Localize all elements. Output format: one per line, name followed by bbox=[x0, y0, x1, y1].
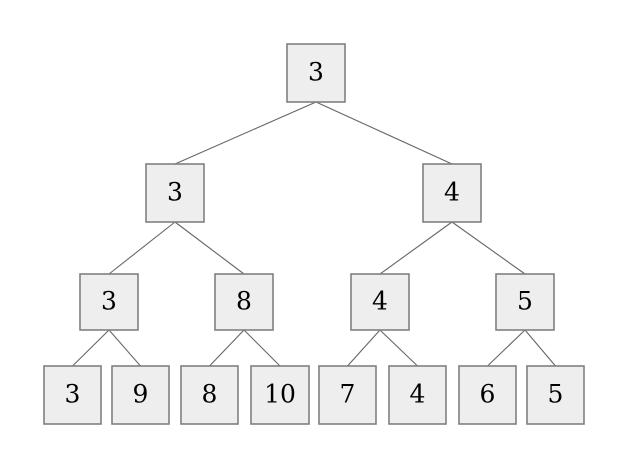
tree-node[interactable]: 3 bbox=[43, 365, 102, 425]
node-label: 4 bbox=[372, 287, 388, 316]
node-box[interactable] bbox=[286, 43, 346, 103]
tree-edge bbox=[451, 221, 526, 275]
node-box[interactable] bbox=[250, 365, 310, 425]
node-box[interactable] bbox=[318, 365, 377, 425]
node-box[interactable] bbox=[214, 273, 274, 331]
tree-node[interactable]: 5 bbox=[526, 365, 585, 425]
tree-edge bbox=[379, 329, 418, 367]
node-layer: 3 3 4 3 8 4 5 3 9 8 10 7 4 6 5 bbox=[43, 43, 585, 425]
node-box[interactable] bbox=[388, 365, 447, 425]
node-label: 3 bbox=[101, 287, 117, 316]
node-label: 5 bbox=[548, 380, 564, 409]
node-label: 9 bbox=[133, 380, 149, 409]
tree-node[interactable]: 4 bbox=[388, 365, 447, 425]
node-box[interactable] bbox=[180, 365, 239, 425]
node-box[interactable] bbox=[79, 273, 139, 331]
node-box[interactable] bbox=[458, 365, 517, 425]
node-label: 8 bbox=[236, 287, 252, 316]
tree-node[interactable]: 3 bbox=[286, 43, 346, 103]
node-label: 5 bbox=[517, 287, 533, 316]
node-label: 3 bbox=[65, 380, 81, 409]
tree-edge bbox=[174, 101, 317, 165]
tree-node[interactable]: 10 bbox=[250, 365, 310, 425]
node-label: 10 bbox=[264, 380, 296, 409]
node-box[interactable] bbox=[111, 365, 170, 425]
node-label: 7 bbox=[340, 380, 356, 409]
tree-edge bbox=[243, 329, 281, 367]
tree-edge bbox=[72, 329, 110, 367]
tree-node[interactable]: 8 bbox=[180, 365, 239, 425]
tree-edge bbox=[108, 329, 141, 367]
node-label: 6 bbox=[480, 380, 496, 409]
node-label: 3 bbox=[167, 178, 183, 207]
node-label: 4 bbox=[444, 178, 460, 207]
tree-node[interactable]: 4 bbox=[350, 273, 410, 331]
node-box[interactable] bbox=[526, 365, 585, 425]
tree-node[interactable]: 3 bbox=[145, 163, 205, 223]
node-box[interactable] bbox=[495, 273, 555, 331]
tree-node[interactable]: 4 bbox=[422, 163, 482, 223]
tree-edge bbox=[379, 221, 453, 275]
node-label: 3 bbox=[308, 58, 324, 87]
node-label: 4 bbox=[410, 380, 426, 409]
tree-edge bbox=[174, 221, 245, 275]
tree-edge bbox=[315, 101, 453, 165]
tree-node[interactable]: 5 bbox=[495, 273, 555, 331]
tree-edge bbox=[524, 329, 556, 367]
node-box[interactable] bbox=[43, 365, 102, 425]
tree-node[interactable]: 9 bbox=[111, 365, 170, 425]
node-label: 8 bbox=[202, 380, 218, 409]
node-box[interactable] bbox=[350, 273, 410, 331]
tree-edge bbox=[487, 329, 526, 367]
node-box[interactable] bbox=[422, 163, 482, 223]
tree-node[interactable]: 7 bbox=[318, 365, 377, 425]
tree-node[interactable]: 6 bbox=[458, 365, 517, 425]
tree-node[interactable]: 3 bbox=[79, 273, 139, 331]
tree-node[interactable]: 8 bbox=[214, 273, 274, 331]
tree-edge bbox=[347, 329, 381, 367]
edge-layer bbox=[72, 101, 556, 367]
tree-edge bbox=[108, 221, 176, 275]
node-box[interactable] bbox=[145, 163, 205, 223]
tree-edge bbox=[209, 329, 245, 367]
